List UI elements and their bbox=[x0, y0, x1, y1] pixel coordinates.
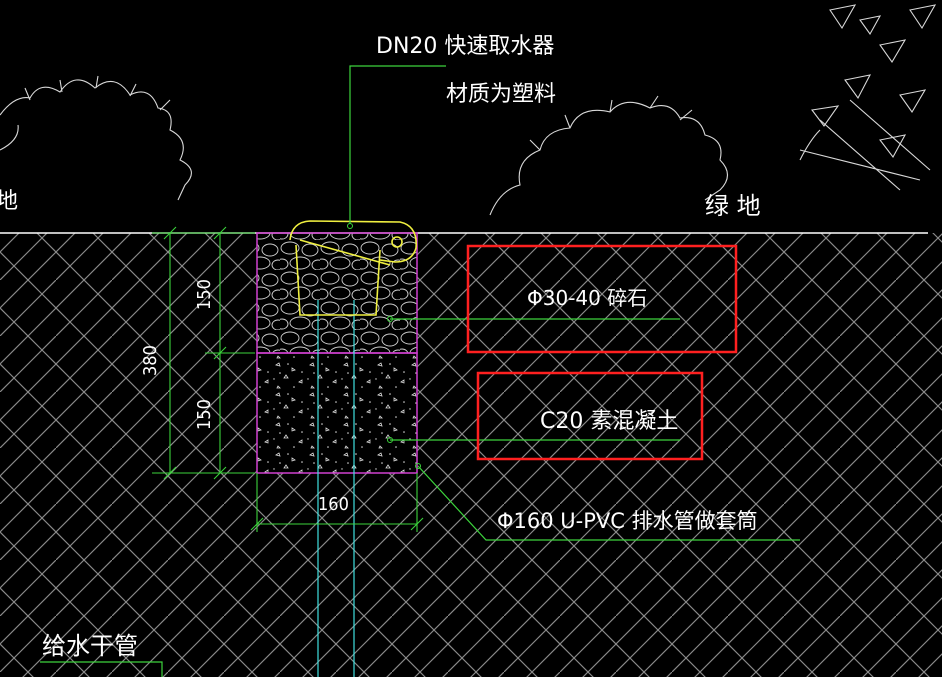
dim-total-depth: 380 bbox=[140, 345, 161, 376]
ground-label-left: 地 bbox=[0, 189, 18, 214]
concrete-layer bbox=[256, 352, 418, 474]
gravel-highlight-box bbox=[466, 244, 738, 354]
soil-hatch bbox=[0, 233, 942, 677]
width-dimension bbox=[250, 473, 424, 532]
sleeve-leader bbox=[417, 465, 800, 541]
fitting-label-line2: 材质为塑料 bbox=[446, 82, 556, 107]
gravel-leader-dot bbox=[387, 316, 393, 322]
tree-top-right bbox=[799, 4, 937, 191]
ground-label-right: 绿 地 bbox=[705, 192, 761, 220]
quick-coupling-valve bbox=[289, 220, 417, 316]
concrete-highlight-box bbox=[476, 371, 704, 461]
shrub-right bbox=[489, 95, 729, 216]
dim-upper-layer: 150 bbox=[194, 279, 215, 310]
vertical-dimensions bbox=[152, 226, 255, 480]
dim-width: 160 bbox=[318, 494, 349, 515]
fitting-label-line1: DN20 快速取水器 bbox=[376, 34, 554, 59]
dim-lower-layer: 150 bbox=[194, 399, 215, 430]
concrete-leader-dot bbox=[387, 437, 393, 443]
fitting-leader bbox=[349, 65, 446, 224]
sleeve-leader-dot bbox=[415, 463, 421, 469]
supply-pipe-label: 给水干管 bbox=[42, 632, 138, 660]
shrub-left bbox=[0, 75, 192, 201]
fitting-leader-dot bbox=[347, 223, 353, 229]
sleeve-label: Φ160 U-PVC 排水管做套筒 bbox=[497, 509, 758, 533]
supply-pipe-leader bbox=[40, 661, 163, 677]
concrete-label: C20 素混凝土 bbox=[540, 409, 678, 434]
gravel-label: Φ30-40 碎石 bbox=[527, 286, 647, 310]
gravel-layer bbox=[256, 232, 418, 354]
